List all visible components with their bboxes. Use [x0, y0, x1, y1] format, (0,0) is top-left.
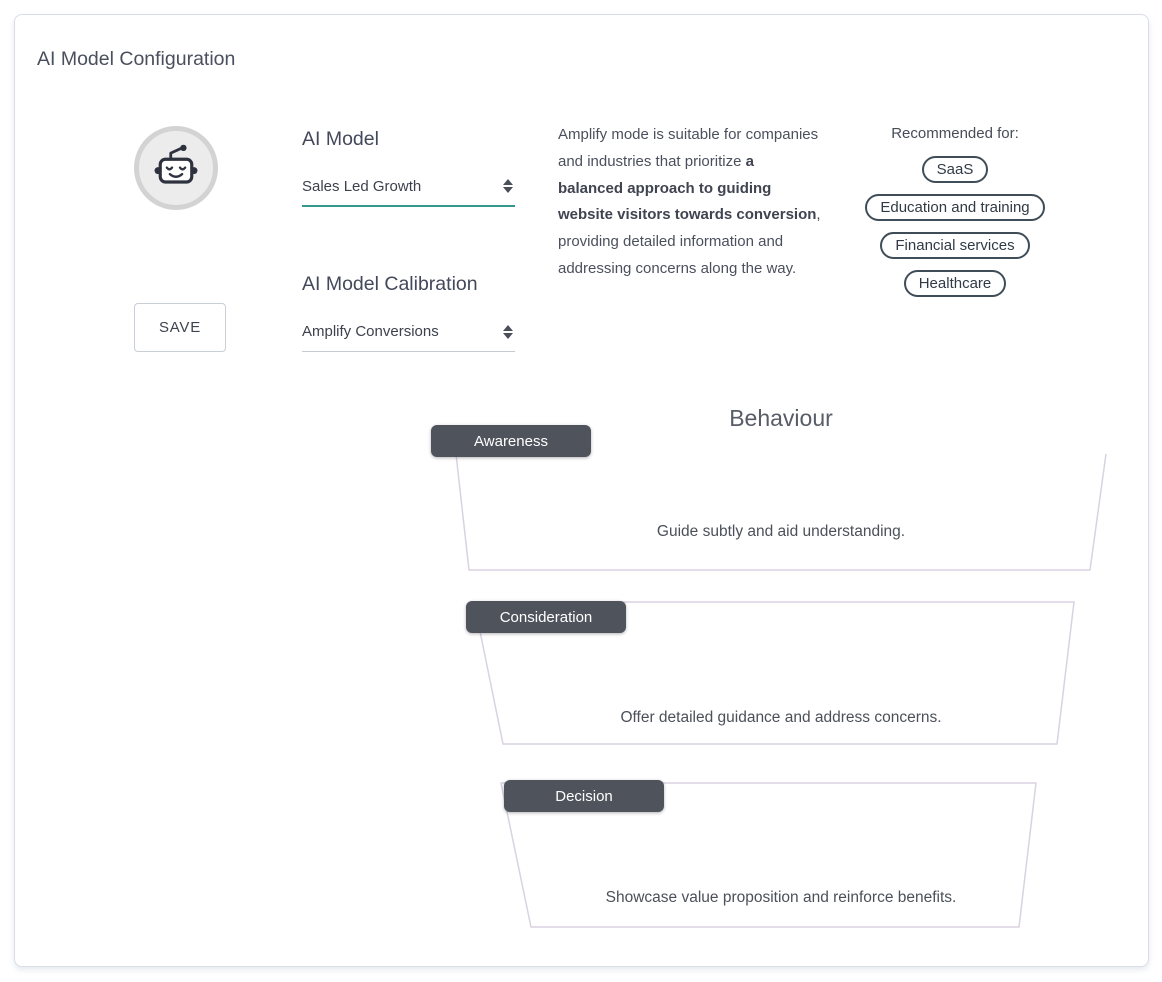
- updown-icon: [503, 324, 513, 339]
- description-part2: , providing detailed information and add…: [558, 206, 821, 277]
- funnel-stage-awareness-shape: [455, 453, 1107, 571]
- recommended-pill: Healthcare: [903, 270, 1007, 297]
- pill-stack: SaaS Education and training Financial se…: [865, 156, 1045, 297]
- calibration-select[interactable]: Amplify Conversions: [302, 312, 515, 352]
- calibration-label: AI Model Calibration: [302, 273, 478, 295]
- description-part1: Amplify mode is suitable for companies a…: [558, 126, 819, 170]
- page-title: AI Model Configuration: [37, 48, 236, 70]
- recommended-pill: SaaS: [921, 156, 989, 183]
- updown-icon: [503, 179, 513, 193]
- funnel-diagram: [455, 453, 1107, 928]
- ai-model-label: AI Model: [302, 128, 379, 150]
- stage-text-awareness: Guide subtly and aid understanding.: [656, 523, 906, 540]
- ai-model-configuration-card: AI Model Configuration SAVE AI Model Sal…: [14, 14, 1149, 967]
- bot-avatar: [134, 126, 218, 210]
- stage-text-consideration: Offer detailed guidance and address conc…: [620, 709, 942, 726]
- stage-tag-consideration: Consideration: [466, 601, 626, 633]
- ai-model-select[interactable]: Sales Led Growth: [302, 167, 515, 207]
- ai-model-value: Sales Led Growth: [302, 177, 422, 195]
- calibration-value: Amplify Conversions: [302, 323, 439, 340]
- funnel-stage-decision-shape: [500, 782, 1037, 928]
- behaviour-title: Behaviour: [729, 405, 833, 431]
- stage-tag-awareness: Awareness: [431, 425, 591, 457]
- robot-icon: [154, 144, 198, 184]
- stage-text-decision: Showcase value proposition and reinforce…: [605, 889, 957, 906]
- save-button[interactable]: SAVE: [134, 303, 226, 352]
- recommended-label: Recommended for:: [891, 125, 1019, 142]
- funnel-stage-consideration-shape: [473, 601, 1075, 745]
- recommended-section: Recommended for: SaaS Education and trai…: [805, 125, 1105, 297]
- stage-tag-decision: Decision: [504, 780, 664, 812]
- recommended-pill: Financial services: [880, 232, 1030, 259]
- recommended-pill: Education and training: [865, 194, 1045, 221]
- mode-description: Amplify mode is suitable for companies a…: [558, 122, 822, 283]
- description-bold: a balanced approach to guiding website v…: [558, 152, 817, 224]
